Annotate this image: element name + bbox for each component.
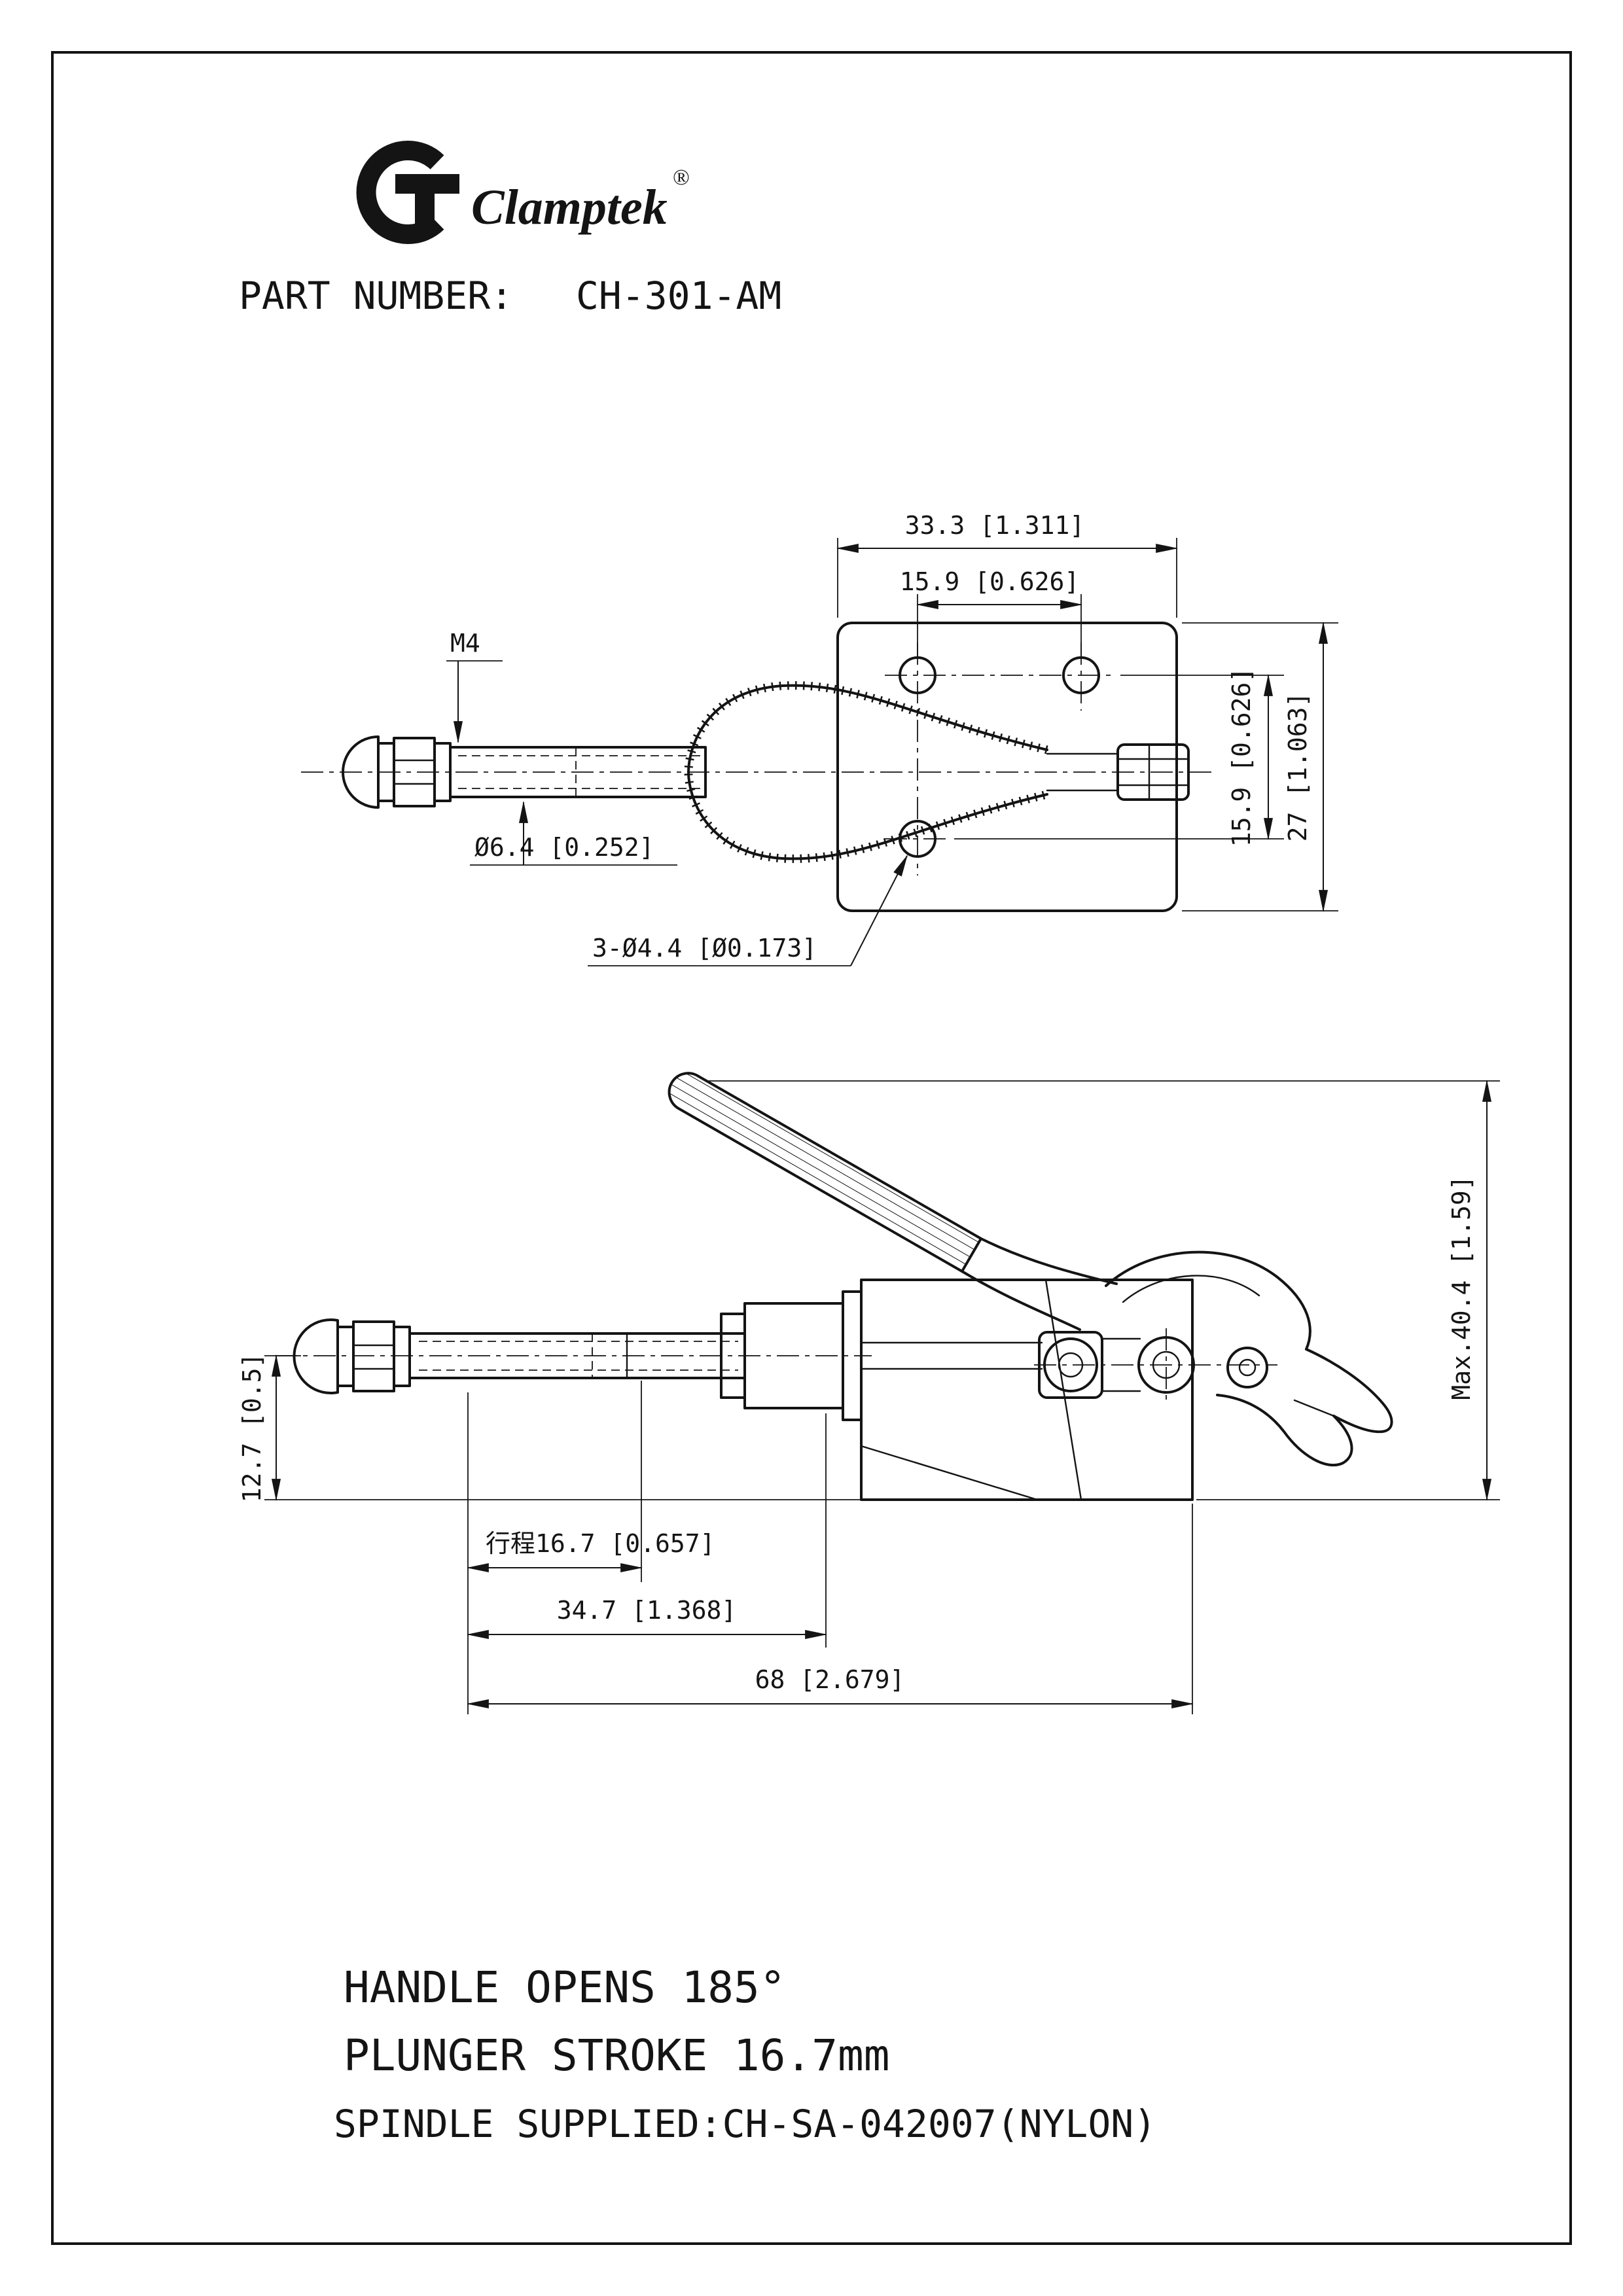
dim-plate-height: 27 [1.063] [1283, 692, 1312, 842]
top-view-housing [684, 681, 1190, 863]
drawing-border [51, 51, 1572, 2245]
top-view: 33.3 [1.311] 15.9 [0.626] M4 Ø6.4 [0.252… [301, 511, 1338, 966]
note-plunger-stroke: PLUNGER STROKE 16.7mm [344, 2030, 889, 2081]
part-number-row: PART NUMBER: CH-301-AM [239, 274, 781, 318]
thread-callout: M4 [450, 629, 480, 658]
dim-base-height: 12.7 [0.5] [238, 1353, 266, 1503]
side-view-body [720, 1279, 1194, 1501]
side-view-linkage [1034, 1328, 1277, 1404]
side-view-handle [668, 1072, 1118, 1331]
dim-hole-row-height: 15.9 [0.626] [1227, 667, 1256, 847]
part-number-label: PART NUMBER: [239, 274, 513, 318]
side-view: 12.7 [0.5] Max.40.4 [1.59] 行程16.7 [0.657… [238, 1072, 1500, 1714]
side-view-dimensions: 12.7 [0.5] Max.40.4 [1.59] 行程16.7 [0.657… [238, 1079, 1500, 1714]
note-handle-opens: HANDLE OPENS 185° [344, 1962, 786, 2013]
top-view-spindle [342, 735, 707, 809]
note-spindle-supplied: SPINDLE SUPPLIED:CH-SA-042007(NYLON) [334, 2102, 1156, 2146]
brand-name: Clamptek [471, 180, 668, 235]
top-view-dimensions: 33.3 [1.311] 15.9 [0.626] M4 Ø6.4 [0.252… [446, 511, 1338, 966]
side-view-spindle [293, 1318, 746, 1394]
logo-mark [356, 141, 459, 244]
dim-mid-length: 34.7 [1.368] [557, 1596, 737, 1625]
registered-mark-icon: ® [673, 166, 690, 190]
part-number-value: CH-301-AM [576, 274, 781, 318]
brand-logo: Clamptek ® [356, 141, 690, 244]
dim-max-height: Max.40.4 [1.59] [1447, 1175, 1476, 1400]
mounting-holes-callout: 3-Ø4.4 [Ø0.173] [592, 934, 817, 963]
side-view-hook-arm [1105, 1250, 1393, 1467]
dim-top-width: 33.3 [1.311] [905, 511, 1085, 540]
dim-hole-spacing: 15.9 [0.626] [900, 567, 1080, 596]
spindle-diameter-callout: Ø6.4 [0.252] [474, 833, 654, 862]
dim-stroke: 行程16.7 [0.657] [486, 1529, 715, 1558]
notes-block: HANDLE OPENS 185° PLUNGER STROKE 16.7mm … [334, 1962, 1156, 2146]
top-view-mounting-plate [836, 622, 1178, 912]
dim-total-length: 68 [2.679] [755, 1665, 905, 1694]
